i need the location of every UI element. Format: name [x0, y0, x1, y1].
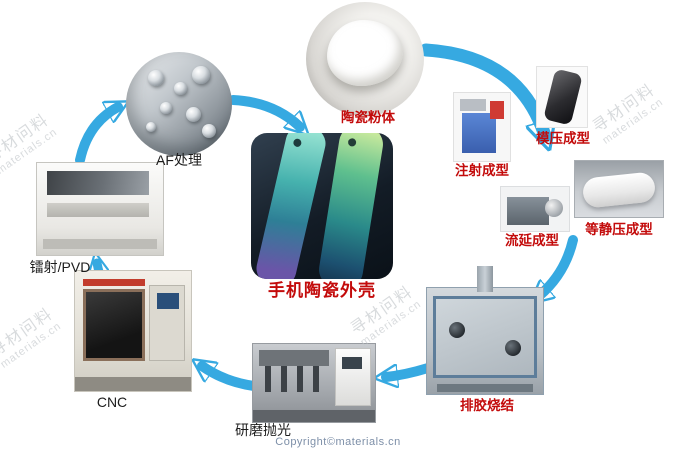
product-title: 手机陶瓷外壳 — [268, 281, 376, 300]
water-droplet — [202, 124, 216, 138]
watermark: 寻材问料 materials.cn — [0, 305, 64, 371]
water-droplet — [186, 107, 201, 122]
sintering-furnace-image — [426, 266, 544, 395]
camera-dot-icon — [292, 138, 303, 148]
label-compression-molding: 模压成型 — [536, 131, 590, 146]
furnace-dial — [505, 340, 521, 356]
water-droplet — [146, 122, 156, 132]
compression-molding-image — [536, 66, 588, 128]
machine-detail — [83, 279, 145, 286]
label-laser-pvd: 镭射/PVD — [29, 259, 91, 275]
furnace-dial — [449, 322, 465, 338]
furnace-frame — [433, 296, 537, 378]
panel-screen — [157, 293, 179, 309]
spindle — [281, 366, 287, 392]
machine-detail — [253, 410, 375, 422]
phone-ceramic-case-image — [251, 133, 393, 279]
af-treatment-image — [126, 52, 232, 156]
label-grinding-polishing: 研磨抛光 — [235, 422, 291, 438]
arrow-pvd-to-af — [75, 107, 118, 165]
machine-roller — [545, 199, 563, 217]
copyright-text: Copyright©materials.cn — [275, 436, 401, 448]
label-isostatic-pressing: 等静压成型 — [585, 222, 653, 237]
camera-dot-icon — [347, 137, 357, 147]
machine-detail — [490, 101, 504, 119]
watermark: 寻材问料 materials.cn — [589, 81, 666, 147]
water-droplet — [148, 70, 164, 86]
machine-detail — [460, 99, 486, 111]
spindle — [265, 366, 271, 392]
label-tape-casting: 流延成型 — [505, 233, 559, 248]
arrow-af-to-product — [228, 95, 300, 127]
injection-molding-image — [453, 92, 511, 162]
label-debinding-sintering: 排胶烧结 — [460, 398, 514, 413]
label-af-treatment: AF处理 — [156, 152, 202, 168]
label-injection-molding: 注射成型 — [455, 163, 509, 178]
machine-detail — [259, 350, 329, 366]
phone-back-left — [253, 133, 329, 279]
isostatic-pressing-image — [574, 160, 664, 218]
machine-detail — [47, 203, 149, 217]
machine-detail — [507, 197, 549, 225]
water-droplet — [174, 82, 187, 95]
polishing-machine-image — [252, 343, 376, 423]
machine-detail — [47, 171, 149, 195]
label-cnc: CNC — [96, 394, 128, 410]
cnc-machine-image — [74, 270, 192, 392]
spindle — [297, 366, 303, 392]
phone-back-right — [316, 133, 386, 279]
tape-casting-image — [500, 186, 570, 232]
spindle — [313, 366, 319, 392]
label-ceramic-powder: 陶瓷粉体 — [341, 110, 395, 125]
arrow-sintering-to-polishing — [386, 363, 433, 377]
furnace-stack — [477, 266, 493, 292]
laser-pvd-machine-image — [36, 162, 164, 256]
machine-detail — [43, 239, 157, 249]
water-droplet — [160, 102, 172, 114]
machine-detail — [462, 113, 496, 153]
machine-unit — [335, 348, 371, 406]
machine-detail — [75, 377, 191, 391]
arrow-polishing-to-cnc — [202, 366, 259, 391]
water-droplet — [192, 66, 210, 84]
machine-window — [83, 289, 145, 361]
machine-detail — [437, 384, 533, 392]
ceramic-powder-image — [306, 2, 424, 116]
